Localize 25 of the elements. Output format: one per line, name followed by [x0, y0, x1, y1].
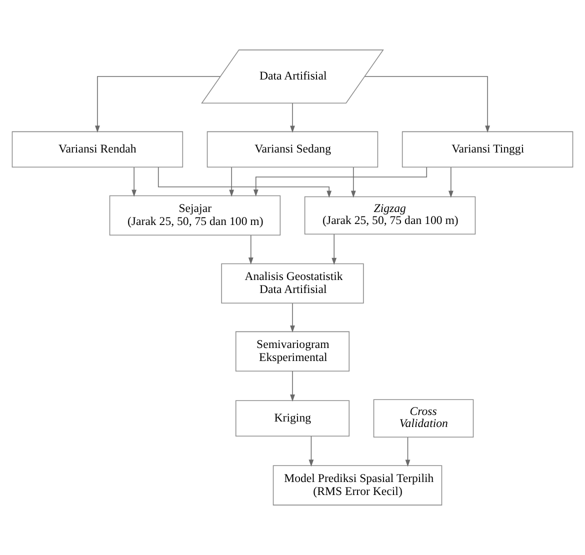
arrow — [229, 167, 234, 197]
arrow — [95, 76, 221, 133]
arrow — [448, 167, 454, 198]
arrow — [158, 166, 332, 198]
arrow — [290, 303, 295, 332]
node-box: Cross Validation — [373, 399, 474, 438]
arrow — [405, 437, 410, 467]
node-box: Analisis Geostatistik Data Artifisial — [221, 263, 364, 304]
arrow — [308, 436, 314, 467]
arrow — [350, 167, 356, 198]
node-box: Kriging — [235, 400, 350, 436]
arrow — [248, 235, 254, 264]
arrow — [132, 167, 137, 197]
node-box: Variansi Rendah — [12, 131, 184, 168]
arrow — [364, 76, 490, 133]
node-box: Sejajar (Jarak 25, 50, 75 dan 100 m) — [109, 195, 281, 236]
node-box: Model Prediksi Spasial Terpilih (RMS Error Kecil) — [272, 465, 442, 506]
node-box: Variansi Sedang — [206, 131, 378, 168]
arrow — [290, 102, 295, 133]
arrow — [332, 234, 337, 265]
node-box: Variansi Tinggi — [402, 131, 574, 168]
node-box: Zigzag (Jarak 25, 50, 75 dan 100 m) — [304, 196, 476, 235]
arrow — [290, 370, 295, 402]
arrow — [253, 166, 428, 197]
node-box: Semivariogram Eksperimental — [235, 331, 350, 372]
